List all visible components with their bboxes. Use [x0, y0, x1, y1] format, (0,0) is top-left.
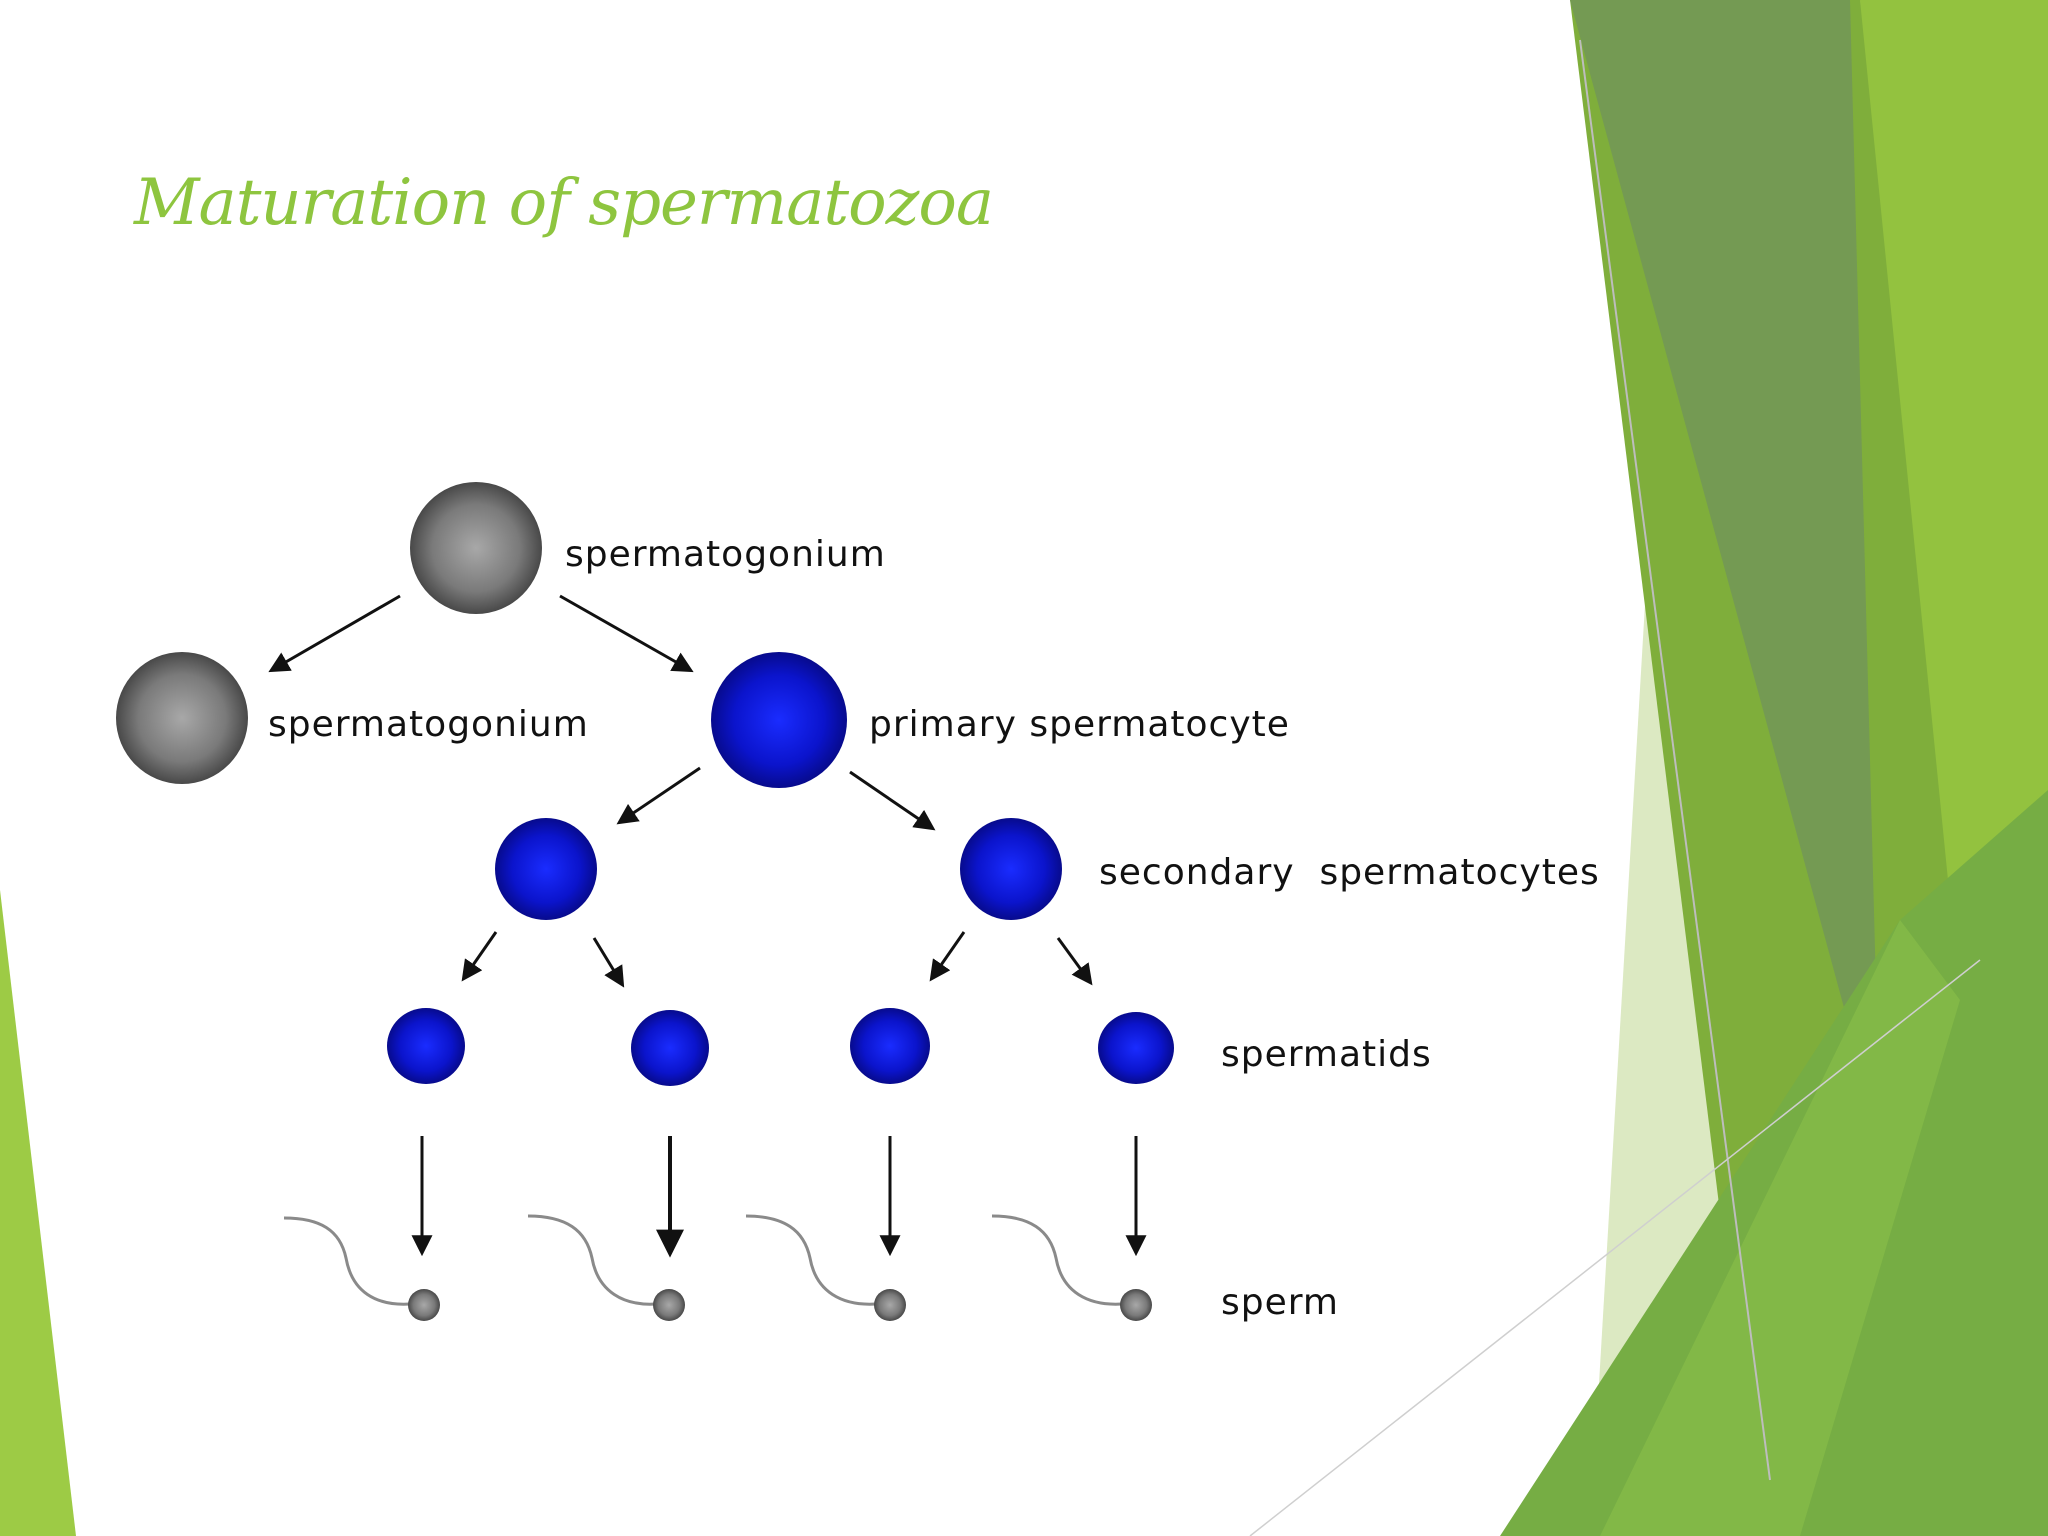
label-spermatids: spermatids	[1221, 1034, 1432, 1075]
sperm-3	[745, 1214, 906, 1321]
arrow-secondary2-to-spermatid-3	[929, 931, 966, 982]
arrow-primary-to-secondary-1	[616, 766, 701, 825]
sperm-head	[408, 1289, 440, 1321]
sperm-2	[527, 1214, 685, 1321]
label-sperm: sperm	[1221, 1282, 1339, 1323]
cell-spermatid-1	[387, 1008, 465, 1084]
sperm-tail	[745, 1214, 877, 1306]
label-spermatogonium-top: spermatogonium	[565, 534, 886, 575]
label-spermatogonium-left: spermatogonium	[268, 704, 589, 745]
sperm-head	[653, 1289, 685, 1321]
arrow-secondary1-to-spermatid-2	[592, 937, 625, 988]
left-green-strip	[0, 890, 76, 1536]
cell-spermatid-2	[631, 1010, 709, 1086]
bottom-pale-shape	[1600, 920, 1960, 1536]
arrow-secondary1-to-spermatid-1	[461, 931, 498, 982]
arrow-primary-to-secondary-2	[849, 770, 936, 831]
label-primary-spermatocyte: primary spermatocyte	[869, 704, 1290, 745]
sperm-tail	[283, 1216, 411, 1306]
sperm-head	[874, 1289, 906, 1321]
sperm-head	[1120, 1289, 1152, 1321]
deco-line-2	[1249, 959, 1981, 1536]
slide-title: Maturation of spermatozoa	[134, 166, 994, 240]
cell-secondary-spermatocyte-2	[960, 818, 1062, 920]
label-secondary-spermatocytes: secondary spermatocytes	[1099, 852, 1600, 893]
cell-spermatogonium-top	[410, 482, 542, 614]
arrow-secondary2-to-spermatid-4	[1056, 937, 1093, 986]
arrow-spermatogonium-to-left	[268, 594, 401, 673]
sperm-tail	[527, 1214, 657, 1306]
sperm-4	[991, 1214, 1152, 1321]
cell-spermatid-4	[1098, 1012, 1174, 1084]
right-dark-green-shape	[1570, 0, 1880, 1140]
deco-line-1	[1579, 39, 1771, 1481]
sperm-tail	[991, 1214, 1123, 1306]
sperm-1	[283, 1216, 440, 1321]
cell-secondary-spermatocyte-1	[495, 818, 597, 920]
cell-spermatid-3	[850, 1008, 930, 1084]
arrow-spermatogonium-to-primary	[559, 594, 694, 673]
cell-spermatogonium-left	[116, 652, 248, 784]
cell-primary-spermatocyte	[711, 652, 847, 788]
